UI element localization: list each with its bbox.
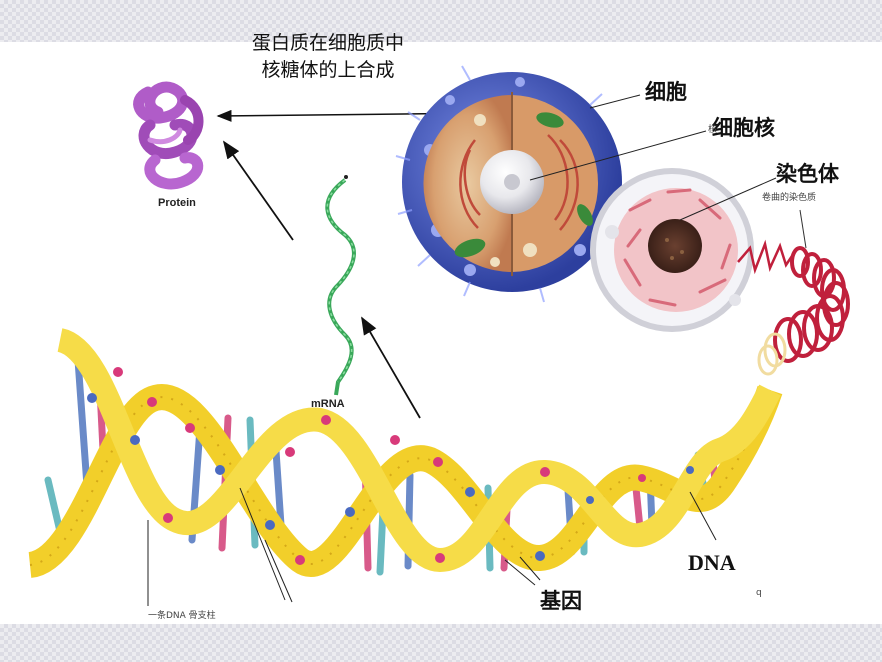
dna-corner-mark: ԛ bbox=[756, 588, 762, 598]
dna-label: DNA bbox=[688, 550, 736, 575]
nucleus-illustration bbox=[590, 168, 754, 332]
cell-pointer-line bbox=[589, 94, 641, 109]
chromosome-label: 染色体 bbox=[776, 162, 839, 186]
protein-synthesis-caption: 蛋白质在细胞质中 核糖体的上合成 bbox=[228, 30, 428, 84]
nucleus-label: 细胞核 bbox=[712, 116, 775, 140]
arrow-dna-to-mrna bbox=[361, 316, 421, 419]
coiled-chromatin-label: 卷曲的染色质 bbox=[762, 193, 817, 203]
cell-label: 细胞 bbox=[645, 80, 687, 104]
gene-pointer-line-2 bbox=[519, 556, 541, 581]
mrna-label: mRNA bbox=[311, 398, 345, 410]
top-checker-band bbox=[0, 0, 882, 42]
nucleus-pointer-line bbox=[529, 130, 707, 181]
dna-double-helix bbox=[26, 328, 783, 606]
dna-pointer-line bbox=[689, 491, 717, 541]
dna-strand-label: 一条DNA 骨支柱 bbox=[148, 611, 216, 621]
protein-synthesis-line2: 核糖体的上合成 bbox=[261, 59, 395, 81]
protein-label: Protein bbox=[158, 197, 196, 209]
gene-label: 基因 bbox=[540, 589, 582, 613]
strand-pointer-line-2 bbox=[239, 487, 286, 601]
protein-synthesis-line1: 蛋白质在细胞质中 bbox=[251, 32, 404, 54]
strand-pointer-line-3 bbox=[264, 539, 293, 603]
mrna-strand bbox=[325, 175, 356, 396]
gene-pointer-line-1 bbox=[504, 559, 536, 586]
protein-molecule-icon bbox=[133, 81, 204, 190]
chromosome-coil bbox=[737, 209, 850, 376]
bottom-checker-band bbox=[0, 624, 882, 662]
nucleus-small-label: 核 bbox=[708, 125, 718, 135]
chromosome-label-pointer-line bbox=[679, 177, 777, 221]
cell-illustration bbox=[395, 65, 622, 303]
chromosome-pointer-line bbox=[799, 209, 807, 249]
arrow-mrna-to-protein bbox=[222, 140, 294, 241]
